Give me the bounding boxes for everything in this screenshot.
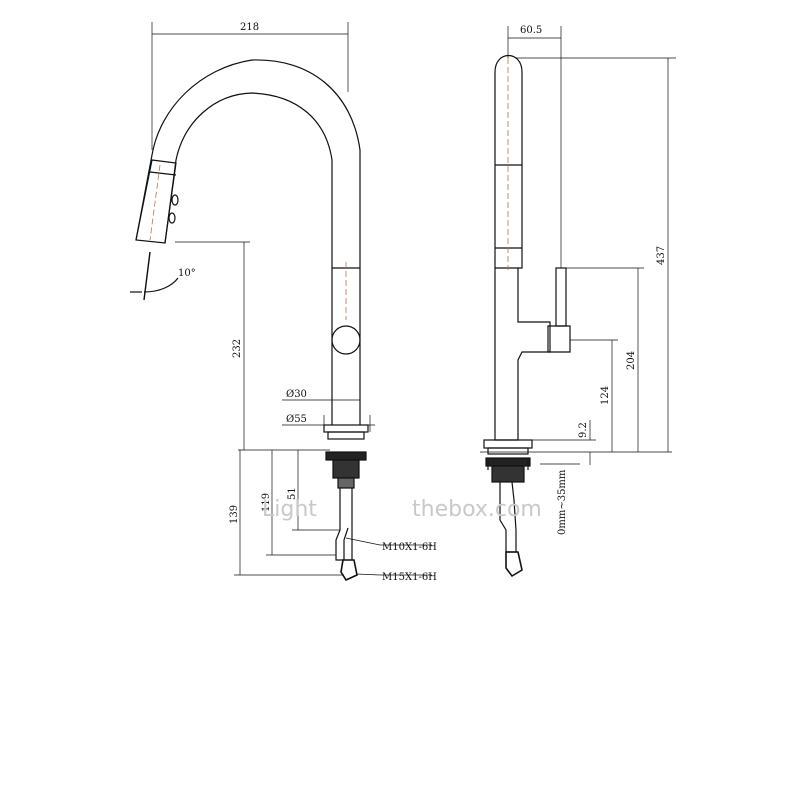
- spray-button-icon: [171, 194, 179, 206]
- base-plate: [323, 424, 369, 433]
- supply-hose: [335, 488, 349, 561]
- spray-head: [135, 159, 177, 244]
- below-total-dimension: 139: [229, 505, 240, 524]
- base-thickness-dimension: 9.2: [578, 422, 589, 438]
- side-view: [480, 26, 676, 578]
- side-hose-fitting: [505, 551, 523, 578]
- base-diameter-dimension: Ø55: [286, 414, 307, 425]
- handle-knob: [331, 325, 361, 355]
- body-diameter-dimension: Ø30: [286, 389, 307, 400]
- total-height-dimension: 437: [656, 246, 667, 265]
- depth-dimension: 60.5: [520, 25, 542, 36]
- width-dimension: 218: [240, 22, 259, 33]
- side-lever: [555, 267, 567, 327]
- counter-thickness-range: 0mm~35mm: [557, 469, 568, 535]
- below-mid-dimension: 119: [261, 493, 272, 512]
- below-short-dimension: 51: [287, 487, 298, 500]
- spout-inner-curve: [164, 92, 333, 268]
- hose-fitting: [340, 559, 358, 582]
- lever-top-dimension: 204: [626, 351, 637, 370]
- watermark-right: thebox.com: [412, 497, 542, 522]
- spout-height-dimension: 232: [232, 339, 243, 358]
- front-view: [130, 22, 432, 582]
- spray-angle-dimension: 10°: [178, 268, 196, 279]
- watermark-left: Light: [262, 497, 317, 522]
- lever-axis-dimension: 124: [600, 386, 611, 405]
- spray-button-icon: [168, 212, 176, 224]
- thread-spec-1: M10X1-6H: [382, 542, 437, 553]
- thread-spec-2: M15X1-6H: [382, 572, 437, 583]
- side-spout-outline: [494, 55, 551, 441]
- spout-outer-curve: [135, 59, 361, 268]
